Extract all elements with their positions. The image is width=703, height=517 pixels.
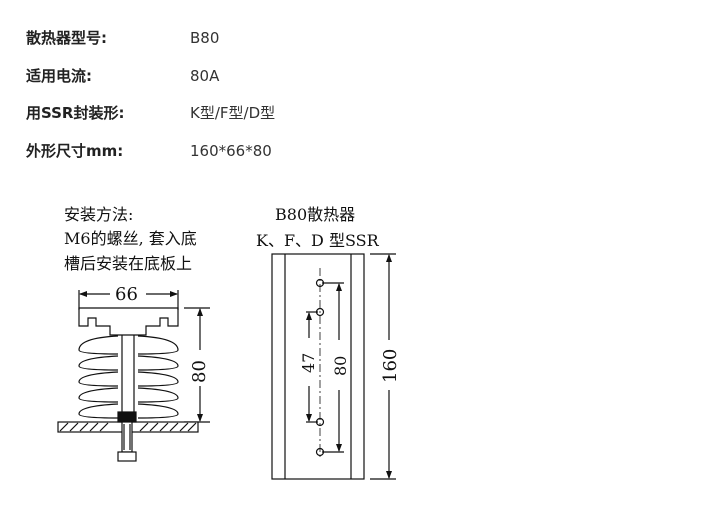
- heatsink-diagram: 安装方法: M6的螺丝, 套入底 槽后安装在底板上: [57, 205, 401, 480]
- install-line: M6的螺丝, 套入底: [64, 229, 197, 248]
- install-title: 安装方法:: [64, 205, 133, 224]
- spec-label: 外形尺寸mm:: [26, 142, 124, 160]
- spec-label: 散热器型号:: [26, 29, 107, 47]
- install-line: 槽后安装在底板上: [64, 254, 192, 273]
- spec-label: 用SSR封装形:: [26, 104, 125, 122]
- diagram-subtitle: K、F、D 型SSR: [256, 231, 380, 250]
- diagram-title: B80散热器: [275, 205, 355, 224]
- dim-length-label: 160: [380, 349, 401, 383]
- heatsink-side-view: [57, 290, 210, 462]
- spec-value: 160*66*80: [190, 142, 272, 160]
- spec-row-package: 用SSR封装形: K型/F型/D型: [0, 101, 703, 125]
- spec-value: B80: [190, 29, 220, 47]
- spec-row-dimensions: 外形尺寸mm: 160*66*80: [0, 139, 703, 163]
- spec-value: 80A: [190, 67, 220, 85]
- spec-label: 适用电流:: [26, 67, 92, 85]
- dim-width-label: 66: [115, 284, 138, 305]
- heatsink-top-view: [271, 253, 396, 480]
- spec-row-current: 适用电流: 80A: [0, 64, 703, 88]
- spec-value: K型/F型/D型: [190, 104, 276, 122]
- dim-height-label: 80: [189, 360, 210, 383]
- dim-hole-spacing-label: 47: [299, 353, 318, 373]
- dim-slot-label: 80: [331, 356, 350, 376]
- spec-row-model: 散热器型号: B80: [0, 26, 703, 50]
